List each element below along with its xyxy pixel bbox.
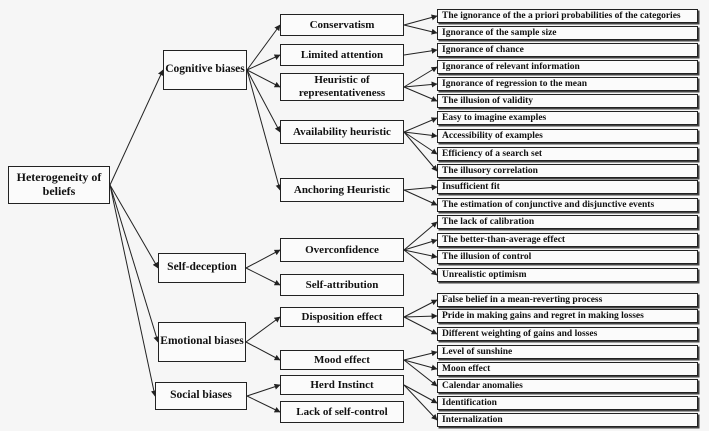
edge-availability-to-leaf-0 bbox=[403, 117, 438, 133]
leaf-node-overconfidence-2: The illusion of control bbox=[437, 250, 698, 264]
leaf-node-representativeness-1: Ignorance of regression to the mean bbox=[437, 77, 698, 91]
leaf-node-overconfidence-1: The better-than-average effect bbox=[437, 233, 698, 247]
leaf-node-disposition-2: Different weighting of gains and losses bbox=[437, 327, 698, 341]
edge-cognitive-to-availability bbox=[246, 69, 281, 133]
edge-emotional-to-disposition bbox=[245, 316, 281, 343]
leaf-node-mood-2: Calendar anomalies bbox=[437, 379, 698, 393]
group-node-self-deception: Self-deception bbox=[158, 253, 246, 283]
edge-cognitive-to-anchoring bbox=[246, 69, 282, 191]
edge-representativeness-to-leaf-2 bbox=[403, 86, 438, 102]
leaf-node-overconfidence-3: Unrealistic optimism bbox=[437, 268, 698, 282]
edge-disposition-to-leaf-0 bbox=[403, 299, 438, 318]
edge-conservatism-to-leaf-1 bbox=[403, 24, 438, 35]
leaf-node-limited-attention-0: Ignorance of chance bbox=[437, 43, 698, 57]
edge-disposition-to-leaf-2 bbox=[403, 316, 438, 335]
leaf-node-herd-0: Identification bbox=[437, 396, 698, 410]
edge-self-deception-to-self-attribution bbox=[245, 267, 281, 286]
edge-overconfidence-to-leaf-3 bbox=[403, 249, 438, 276]
bias-node-availability: Availability heuristic bbox=[280, 120, 404, 144]
edge-availability-to-leaf-3 bbox=[403, 131, 438, 172]
edge-limited-attention-to-leaf-0 bbox=[403, 47, 438, 56]
edge-emotional-to-mood bbox=[245, 341, 281, 361]
bias-node-self-attribution: Self-attribution bbox=[280, 274, 404, 296]
leaf-node-availability-0: Easy to imagine examples bbox=[437, 111, 698, 125]
edge-cognitive-to-limited-attention bbox=[246, 54, 281, 71]
group-node-cognitive: Cognitive biases bbox=[163, 50, 247, 90]
group-node-social: Social biases bbox=[155, 382, 247, 410]
bias-node-overconfidence: Overconfidence bbox=[280, 238, 404, 262]
leaf-node-anchoring-1: The estimation of conjunctive and disjun… bbox=[437, 198, 698, 212]
leaf-node-herd-1: Internalization bbox=[437, 413, 698, 427]
edge-self-deception-to-overconfidence bbox=[245, 249, 281, 269]
leaf-node-disposition-0: False belief in a mean-reverting process bbox=[437, 293, 698, 307]
edge-conservatism-to-leaf-0 bbox=[403, 14, 438, 26]
edge-anchoring-to-leaf-1 bbox=[403, 189, 438, 206]
root-node: Heterogeneity of beliefs bbox=[8, 166, 110, 204]
bias-node-self-control: Lack of self-control bbox=[280, 401, 404, 423]
leaf-node-conservatism-0: The ignorance of the a priori probabilit… bbox=[437, 9, 698, 23]
leaf-node-representativeness-0: Ignorance of relevant information bbox=[437, 60, 698, 74]
edge-root-to-cognitive bbox=[109, 69, 164, 186]
group-node-emotional: Emotional biases bbox=[158, 322, 246, 362]
edge-root-to-social bbox=[109, 184, 157, 397]
edge-root-to-emotional bbox=[109, 184, 160, 343]
edge-representativeness-to-leaf-1 bbox=[403, 81, 438, 88]
edge-mood-to-leaf-0 bbox=[403, 350, 438, 361]
edge-herd-to-leaf-1 bbox=[403, 384, 438, 421]
edge-availability-to-leaf-2 bbox=[403, 131, 438, 155]
edge-mood-to-leaf-1 bbox=[403, 359, 438, 371]
edge-herd-to-leaf-0 bbox=[403, 384, 438, 404]
leaf-node-conservatism-1: Ignorance of the sample size bbox=[437, 26, 698, 40]
edge-mood-to-leaf-2 bbox=[403, 359, 438, 387]
edge-overconfidence-to-leaf-0 bbox=[403, 221, 438, 251]
edge-cognitive-to-representativeness bbox=[246, 69, 281, 88]
bias-node-anchoring: Anchoring Heuristic bbox=[280, 178, 404, 202]
bias-node-limited-attention: Limited attention bbox=[280, 44, 404, 66]
leaf-node-mood-0: Level of sunshine bbox=[437, 345, 698, 359]
leaf-node-availability-1: Accessibility of examples bbox=[437, 129, 698, 143]
leaf-node-representativeness-2: The illusion of validity bbox=[437, 94, 698, 108]
edge-cognitive-to-conservatism bbox=[246, 24, 281, 71]
leaf-node-availability-2: Efficiency of a search set bbox=[437, 147, 698, 161]
bias-node-representativeness: Heuristic of representativeness bbox=[280, 73, 404, 101]
edge-availability-to-leaf-1 bbox=[403, 131, 438, 139]
bias-node-conservatism: Conservatism bbox=[280, 14, 404, 36]
bias-node-disposition: Disposition effect bbox=[280, 307, 404, 327]
leaf-node-mood-1: Moon effect bbox=[437, 362, 698, 376]
edge-representativeness-to-leaf-0 bbox=[403, 66, 438, 88]
leaf-node-anchoring-0: Insufficient fit bbox=[437, 180, 698, 194]
edge-social-to-herd bbox=[246, 383, 281, 397]
edge-anchoring-to-leaf-0 bbox=[403, 184, 438, 191]
edge-overconfidence-to-leaf-2 bbox=[403, 249, 438, 259]
edge-root-to-self-deception bbox=[109, 184, 159, 269]
leaf-node-disposition-1: Pride in making gains and regret in maki… bbox=[437, 309, 698, 323]
bias-node-mood: Mood effect bbox=[280, 350, 404, 370]
leaf-node-overconfidence-0: The lack of calibration bbox=[437, 215, 698, 229]
edge-overconfidence-to-leaf-1 bbox=[403, 238, 438, 251]
bias-node-herd: Herd Instinct bbox=[280, 375, 404, 395]
edge-social-to-self-control bbox=[246, 395, 281, 413]
edge-disposition-to-leaf-1 bbox=[403, 313, 438, 320]
leaf-node-availability-3: The illusory correlation bbox=[437, 164, 698, 178]
